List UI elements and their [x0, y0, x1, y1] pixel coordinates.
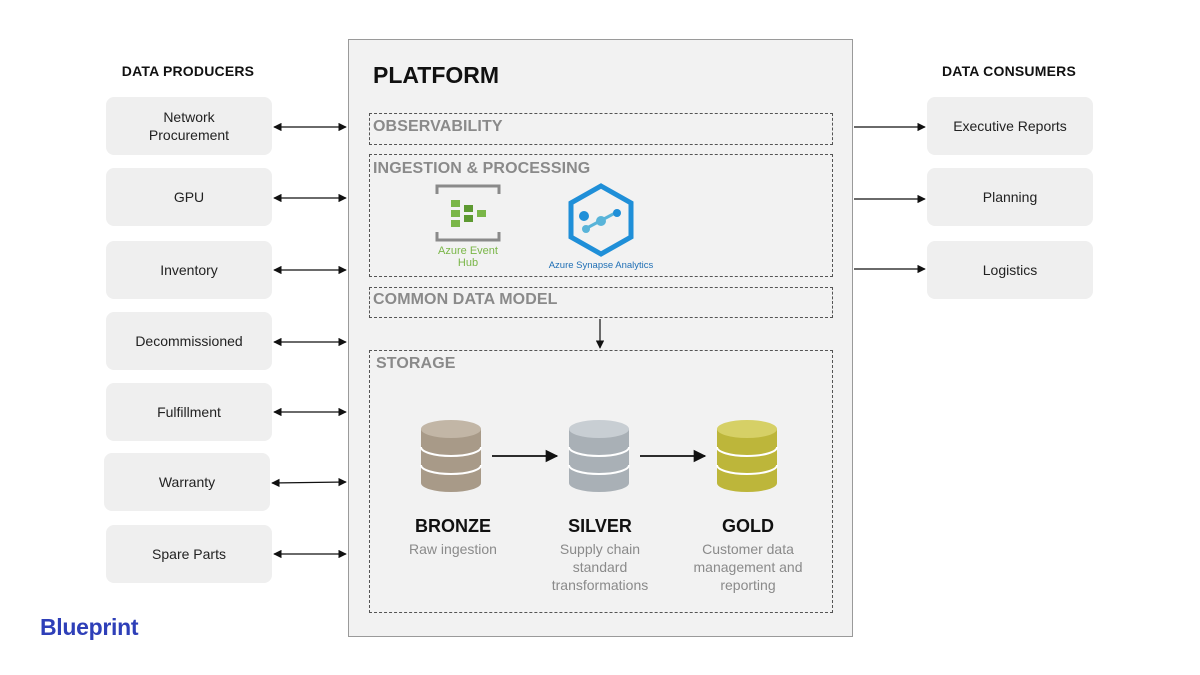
observability-label: OBSERVABILITY — [373, 118, 503, 135]
blueprint-logo: Blueprint — [40, 614, 139, 640]
gold-database-icon — [716, 420, 778, 492]
ingestion-label: INGESTION & PROCESSING — [373, 160, 591, 177]
consumer-executive-reports: Executive Reports — [927, 97, 1093, 155]
producer-gpu: GPU — [106, 168, 272, 226]
common-data-model-label: COMMON DATA MODEL — [373, 291, 558, 308]
tier-bronze-desc: Raw ingestion — [409, 541, 497, 557]
azure-event-hub-label-line2: Hub — [458, 257, 478, 269]
azure-synapse-analytics-label: Azure Synapse Analytics — [549, 260, 654, 271]
producer-decommissioned: Decommissioned — [106, 312, 272, 370]
tier-silver-desc: Supply chain standard transformations — [551, 541, 649, 593]
tier-bronze-title: BRONZE — [415, 516, 491, 536]
arrow-warranty — [271, 477, 347, 488]
producer-inventory: Inventory — [106, 241, 272, 299]
ingestion-section — [369, 154, 833, 277]
producers-title: DATA PRODUCERS — [121, 63, 255, 79]
producer-spare-parts: Spare Parts — [106, 525, 272, 583]
producer-network-procurement: Network Procurement — [106, 97, 272, 155]
azure-event-hub-label-line1: Azure Event — [438, 245, 498, 257]
azure-synapse-analytics-icon — [568, 183, 634, 257]
platform-title: PLATFORM — [373, 62, 500, 88]
common-data-model-section — [369, 287, 833, 318]
observability-section — [369, 113, 833, 145]
consumer-planning: Planning — [927, 168, 1093, 226]
bronze-database-icon — [420, 420, 482, 492]
tier-gold-title: GOLD — [722, 516, 774, 536]
consumers-title: DATA CONSUMERS — [942, 63, 1076, 79]
producer-warranty: Warranty — [104, 453, 270, 511]
storage-section — [369, 350, 833, 613]
consumer-logistics: Logistics — [927, 241, 1093, 299]
tier-gold-desc: Customer data management and reporting — [693, 541, 803, 593]
producer-fulfillment: Fulfillment — [106, 383, 272, 441]
silver-database-icon — [568, 420, 630, 492]
storage-label: STORAGE — [376, 355, 456, 372]
azure-event-hub-icon — [435, 184, 501, 242]
tier-silver-title: SILVER — [568, 516, 632, 536]
